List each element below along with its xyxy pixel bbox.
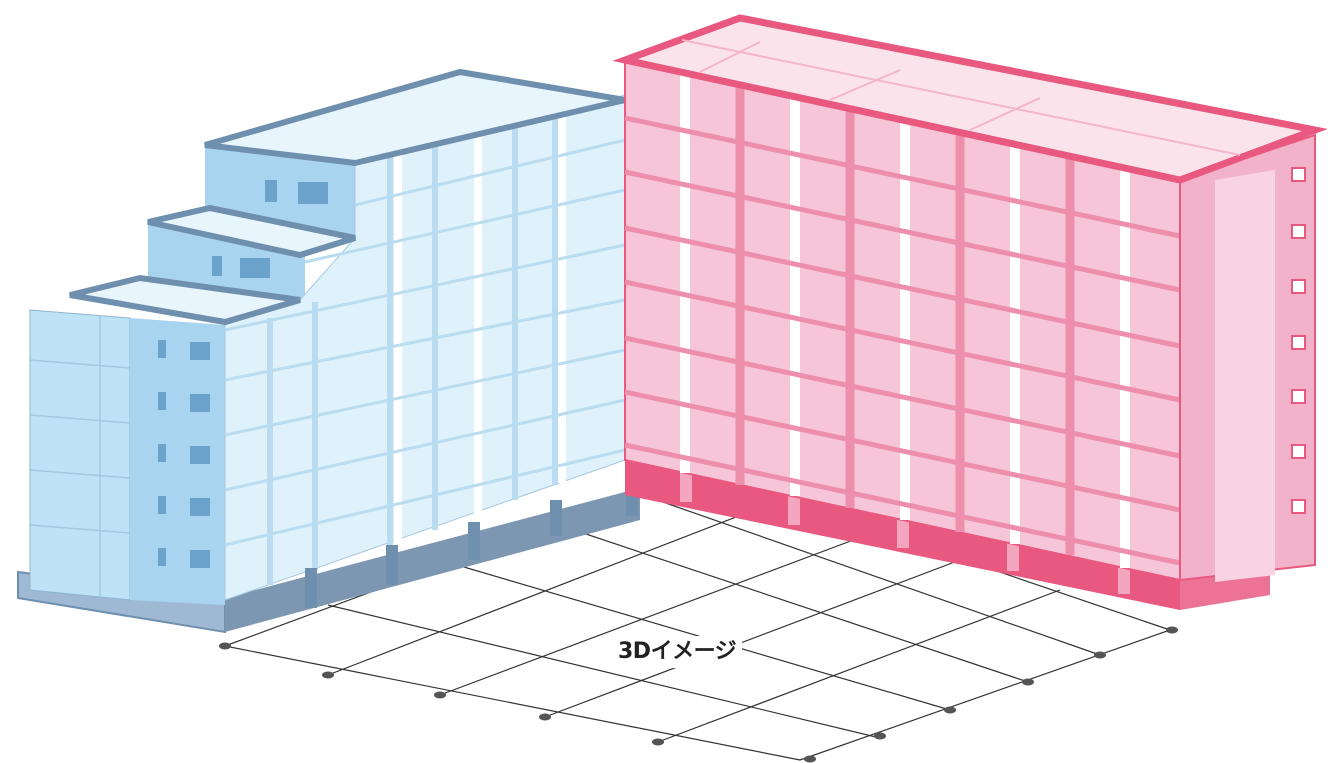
pink-building <box>612 14 1328 610</box>
grid-pins <box>219 626 1178 763</box>
blue-building <box>17 68 691 634</box>
blue-low-wing <box>29 309 131 601</box>
image-caption: 3Dイメージ <box>612 636 743 668</box>
